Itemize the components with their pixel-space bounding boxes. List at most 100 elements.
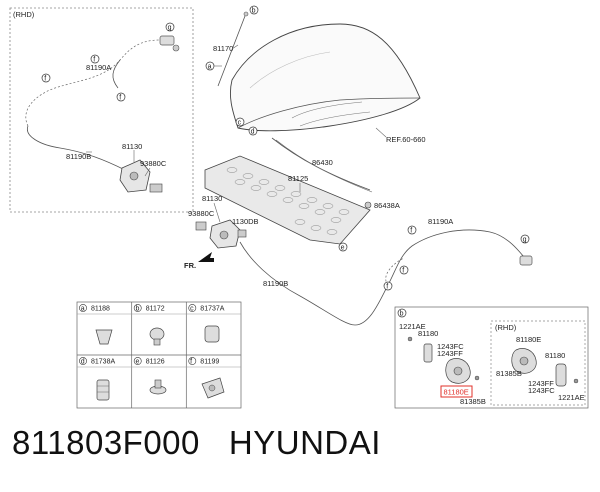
callout-f-rhd-1: f bbox=[90, 54, 100, 64]
svg-text:d: d bbox=[251, 129, 255, 136]
highlight-box bbox=[440, 385, 473, 398]
diagram-canvas: (RHD) 81130 93880C 81190B 81190A g f f f… bbox=[9, 5, 589, 409]
svg-text:b: b bbox=[400, 311, 404, 318]
label-93880c-mid: 93880C bbox=[188, 209, 215, 218]
hood-panel bbox=[229, 23, 421, 132]
front-arrow-icon bbox=[198, 252, 214, 262]
label-1243ff-left: 1243FF bbox=[437, 349, 463, 358]
key-letter-circle bbox=[79, 357, 87, 365]
label-81385b-left: 81385B bbox=[460, 397, 486, 406]
svg-text:f: f bbox=[44, 76, 46, 83]
hood-insulator-pad bbox=[204, 155, 371, 245]
label-93880c-top: 93880C bbox=[140, 159, 167, 168]
release-cable-lower bbox=[239, 241, 389, 326]
label-81170: 81170 bbox=[213, 44, 233, 53]
hood-striker-assembly-left bbox=[407, 336, 480, 384]
svg-text:b: b bbox=[252, 8, 256, 15]
key-cell-81737A: c 81737A bbox=[188, 304, 225, 313]
key-cell-81199: f 81199 bbox=[188, 357, 219, 366]
rhd-latch-handle bbox=[159, 35, 180, 52]
rhd-cable-lower bbox=[27, 125, 126, 171]
label-81385b-rhd: 81385B bbox=[496, 369, 522, 378]
label-81190b-bottom: 81190B bbox=[263, 279, 288, 288]
key-part-81126-drawing bbox=[149, 379, 167, 395]
front-direction-label: FR. bbox=[184, 261, 196, 270]
ref-label: REF.60-660 bbox=[386, 135, 426, 144]
hood-stay-rod bbox=[217, 15, 246, 87]
callout-a-hood: a bbox=[205, 61, 215, 71]
key-letter: b bbox=[136, 305, 140, 312]
key-part-81188-drawing bbox=[95, 329, 113, 345]
rhd-inset-title: (RHD) bbox=[495, 323, 517, 332]
key-letter-circle bbox=[133, 304, 142, 312]
key-letter: c bbox=[190, 305, 194, 312]
callout-c-hood: c bbox=[235, 117, 245, 127]
callout-f-rhd-3: f bbox=[116, 92, 126, 102]
svg-text:f: f bbox=[119, 95, 121, 102]
label-81190a-top: 81190A bbox=[86, 63, 111, 72]
key-part-number: 81126 bbox=[146, 359, 165, 366]
rhd-inset-box bbox=[490, 320, 586, 406]
label-81130-mid: 81130 bbox=[202, 194, 222, 203]
label-81180-left: 81180 bbox=[418, 329, 438, 338]
svg-text:f: f bbox=[402, 268, 404, 275]
label-1243fc-left: 1243FC bbox=[437, 342, 464, 351]
label-81130-top: 81130 bbox=[122, 142, 142, 151]
key-part-number: 81172 bbox=[146, 306, 165, 313]
key-part-81737a-drawing bbox=[204, 325, 220, 343]
rhd-box-title: (RHD) bbox=[13, 10, 35, 19]
svg-text:f: f bbox=[93, 57, 95, 64]
callout-f-right-1: f bbox=[407, 225, 417, 235]
callout-f-right-2: f bbox=[399, 265, 409, 275]
key-cell-81126: e 81126 bbox=[133, 357, 165, 366]
key-letter: f bbox=[190, 358, 192, 365]
svg-text:f: f bbox=[410, 228, 412, 235]
key-part-81199-drawing bbox=[201, 377, 225, 399]
key-letter-circle bbox=[188, 304, 197, 312]
label-1221ae-left: 1221AE bbox=[399, 322, 426, 331]
label-81180-rhd: 81180 bbox=[545, 351, 565, 360]
key-letter-circle bbox=[79, 304, 87, 312]
key-part-number: 81199 bbox=[200, 359, 219, 366]
hood-striker-assembly-rhd bbox=[511, 348, 579, 387]
rhd-cable-loop bbox=[112, 59, 121, 89]
key-part-number: 81738A bbox=[91, 359, 115, 366]
rhd-latch-assembly bbox=[119, 159, 163, 193]
key-letter-circle bbox=[133, 357, 142, 365]
callout-b-detail: b bbox=[397, 308, 407, 318]
label-81190b-top: 81190B bbox=[66, 152, 91, 161]
key-part-number: 81737A bbox=[200, 306, 224, 313]
callout-d-hood: d bbox=[248, 126, 258, 136]
callout-g-rhd: g bbox=[165, 22, 175, 32]
svg-text:g: g bbox=[523, 237, 527, 244]
hood-clip bbox=[364, 201, 372, 209]
hood-latch-assembly bbox=[195, 219, 247, 249]
key-part-81738a-drawing bbox=[96, 379, 110, 401]
key-part-number: 81188 bbox=[91, 306, 110, 313]
rhd-cable-upper bbox=[25, 39, 161, 127]
key-cell-81738A: d 81738A bbox=[79, 357, 115, 366]
key-cell-81172: b 81172 bbox=[133, 304, 165, 313]
label-81190a-right: 81190A bbox=[428, 217, 453, 226]
key-cell-81188: a 81188 bbox=[79, 304, 110, 313]
key-letter: a bbox=[81, 305, 85, 312]
key-letter: e bbox=[136, 358, 140, 365]
key-letter: d bbox=[81, 358, 85, 365]
label-86438a: 86438A bbox=[374, 201, 400, 210]
part-caption: 811803F000 HYUNDAI bbox=[12, 424, 592, 474]
label-86430: 86430 bbox=[312, 158, 333, 167]
svg-text:c: c bbox=[238, 120, 242, 127]
release-handle bbox=[519, 255, 533, 266]
callout-f-rhd-2: f bbox=[41, 73, 51, 83]
callout-e-pad: e bbox=[338, 242, 348, 252]
key-letter-circle bbox=[188, 357, 197, 365]
svg-text:a: a bbox=[208, 64, 212, 71]
label-1243fc-rhd: 1243FC bbox=[528, 386, 555, 395]
callout-f-right-3: f bbox=[383, 281, 393, 291]
label-81180e-highlight: 81180E bbox=[444, 388, 469, 397]
release-cable-upper bbox=[387, 229, 529, 286]
callout-b-hood: b bbox=[249, 5, 259, 15]
label-1243ff-rhd: 1243FF bbox=[528, 379, 554, 388]
svg-text:f: f bbox=[386, 284, 388, 291]
